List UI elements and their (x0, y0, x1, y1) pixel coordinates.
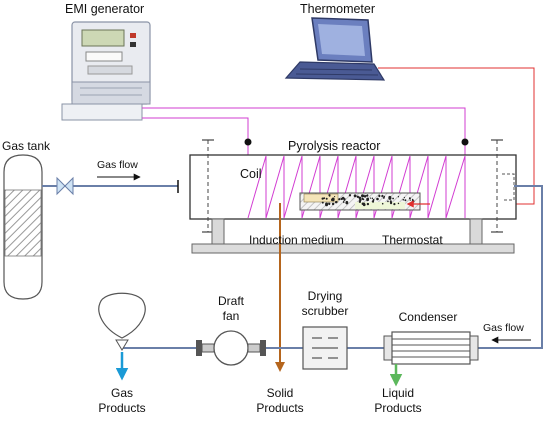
liquid-products-label-line2: Products (374, 401, 421, 415)
outlet-pipe (474, 185, 543, 349)
induction-medium (299, 192, 421, 211)
gas-tank-label: Gas tank (2, 139, 51, 153)
emi-generator-label: EMI generator (65, 2, 144, 16)
condenser-label: Condenser (399, 310, 458, 324)
gas-products-label-line1: Gas (111, 386, 133, 400)
solid-products-label-line1: Solid (267, 386, 294, 400)
draft-fan-label-line2: fan (223, 309, 240, 323)
drying-scrubber (302, 326, 348, 370)
thermometer-label: Thermometer (300, 2, 375, 16)
induction-medium-label: Induction medium (249, 233, 344, 247)
gas-tank (3, 154, 43, 300)
gas-flow-in-label: Gas flow (97, 159, 138, 171)
liquid-products-label-line1: Liquid (382, 386, 414, 400)
coil-terminal-left (244, 138, 252, 146)
gas-collection-bag (98, 292, 146, 351)
drying-scrubber-label-line1: Drying (308, 289, 343, 303)
induction-coil (247, 155, 466, 219)
thermostat-label: Thermostat (382, 233, 443, 247)
coil-label: Coil (240, 167, 262, 181)
draft-fan (196, 330, 266, 366)
thermometer-laptop (284, 17, 386, 81)
gas-flow-out-label: Gas flow (483, 322, 524, 334)
condenser (383, 331, 479, 365)
gas-products-label-line2: Products (98, 401, 145, 415)
pyrolysis-reactor-label: Pyrolysis reactor (288, 139, 380, 153)
coil-terminal-right (461, 138, 469, 146)
draft-fan-label-line1: Draft (218, 294, 245, 308)
emi-generator-device (61, 21, 151, 121)
drying-scrubber-label-line2: scrubber (302, 304, 349, 318)
valve-icon (56, 176, 74, 196)
solid-products-label-line2: Products (256, 401, 303, 415)
